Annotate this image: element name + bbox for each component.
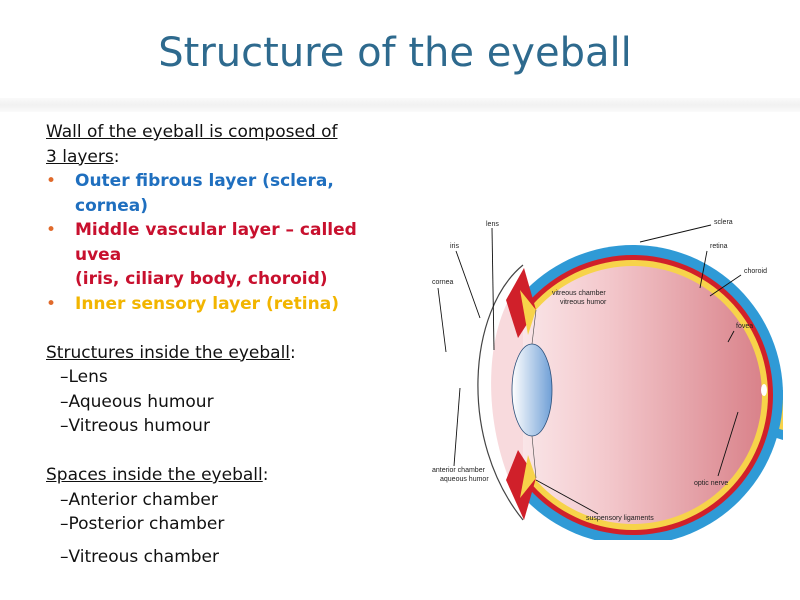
bullet-icon: •	[46, 171, 57, 191]
spaces-heading-colon: :	[262, 465, 269, 485]
structures-heading: Structures inside the eyeball:	[46, 341, 406, 366]
layer-item-middle: • Middle vascular layer – called uvea (i…	[46, 218, 406, 292]
vitreous-chamber	[504, 266, 762, 524]
label-lens: lens	[486, 221, 499, 228]
eyeball-diagram: lens iris cornea sclera retina choroid f…	[428, 190, 788, 540]
label-vitreous-line2: vitreous humor	[560, 299, 607, 306]
spacer	[46, 439, 406, 464]
layer-middle-text-line1: Middle vascular layer – called uvea	[75, 220, 357, 265]
layer-outer-text: Outer fibrous layer (sclera, cornea)	[75, 171, 334, 216]
pointer-lines	[437, 224, 742, 515]
label-optic-nerve: optic nerve	[694, 480, 728, 487]
label-anterior-line1: anterior chamber	[432, 467, 486, 474]
label-iris: iris	[450, 243, 459, 250]
wall-heading-colon: :	[113, 146, 120, 167]
label-anterior-line2: aqueous humor	[440, 476, 489, 483]
ligament-upper	[531, 309, 537, 345]
space-item-anterior: –Anterior chamber	[60, 489, 218, 510]
slide-body: Wall of the eyeball is composed of 3 lay…	[46, 120, 406, 569]
layer-item-outer: • Outer fibrous layer (sclera, cornea)	[46, 169, 406, 218]
ciliary-lower	[520, 455, 536, 498]
fovea-pit	[761, 384, 767, 396]
label-retina: retina	[710, 243, 728, 250]
layer-item-inner: • Inner sensory layer (retina)	[46, 292, 406, 317]
label-suspensory: suspensory ligaments	[586, 515, 654, 522]
space-item-vitreous-chamber: –Vitreous chamber	[60, 546, 219, 567]
structures-heading-colon: :	[290, 342, 296, 363]
layer-middle-text-line2: (iris, ciliary body, choroid)	[75, 269, 328, 289]
label-sclera: sclera	[714, 219, 733, 226]
label-vitreous-line1: vitreous chamber	[552, 290, 606, 297]
wall-heading-line2: 3 layers:	[46, 145, 406, 170]
layer-inner-text: Inner sensory layer (retina)	[75, 293, 339, 314]
anterior-chamber	[491, 280, 523, 508]
structure-item-lens: –Lens	[60, 367, 108, 387]
label-cornea: cornea	[432, 279, 454, 286]
title-divider-band	[0, 98, 800, 112]
spacer	[46, 316, 406, 341]
ligament-lower	[531, 435, 537, 479]
bullet-icon: •	[46, 293, 57, 314]
wall-heading-text: 3 layers	[46, 146, 114, 167]
space-item-posterior: –Posterior chamber	[60, 514, 225, 534]
lens-shape	[511, 343, 553, 437]
ciliary-upper	[520, 290, 536, 335]
spaces-heading-text: Spaces inside the eyeball	[46, 465, 263, 485]
structure-item-aqueous: –Aqueous humour	[60, 391, 214, 412]
label-fovea: fovea	[736, 323, 753, 330]
cornea-curve	[477, 264, 524, 521]
slide-title: Structure of the eyeball	[158, 30, 632, 76]
structure-item-vitreous: –Vitreous humour	[60, 416, 210, 436]
spacer	[46, 537, 406, 545]
wall-heading-line1: Wall of the eyeball is composed of	[46, 122, 338, 142]
spaces-heading: Spaces inside the eyeball:	[46, 463, 406, 488]
bullet-icon: •	[46, 220, 57, 240]
structures-heading-text: Structures inside the eyeball	[46, 342, 291, 363]
label-choroid: choroid	[744, 268, 767, 275]
